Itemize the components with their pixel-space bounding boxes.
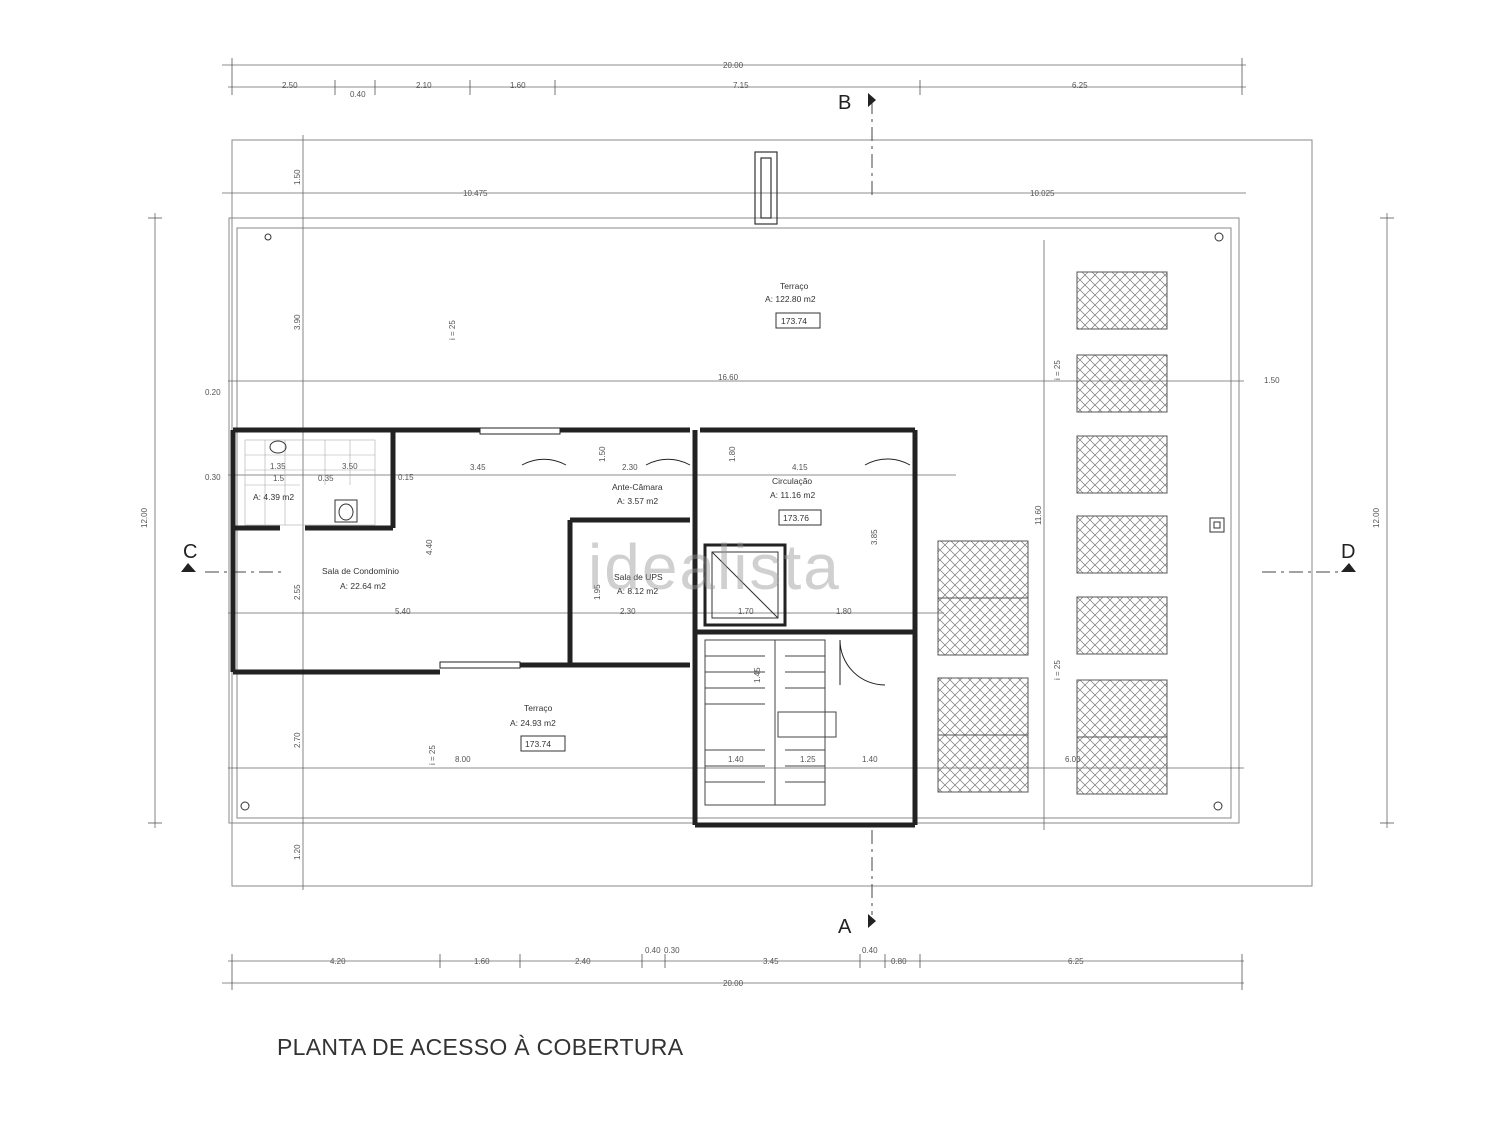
dim-bottom-8: 0.80 xyxy=(891,957,907,966)
dim-lower-row-2: 2.30 xyxy=(620,607,636,616)
dim-bottom-4: 0.40 xyxy=(645,946,661,955)
dim-inner-right: 1.50 xyxy=(1264,376,1280,385)
dim-misc-800: 8.00 xyxy=(455,755,471,764)
dim-top-row-5: 7.15 xyxy=(733,81,749,90)
room-name-ante-camara: Ante-Câmara xyxy=(612,482,663,492)
room-area-ante-camara: A: 3.57 m2 xyxy=(617,496,658,506)
dim-misc-180: 1.80 xyxy=(728,446,737,462)
room-area-sala-condominio: A: 22.64 m2 xyxy=(340,581,386,591)
elevation-terraco-top: 173.74 xyxy=(781,316,807,326)
dim-misc-195: 1.95 xyxy=(593,584,602,600)
dim-misc-145: 1.45 xyxy=(753,667,762,683)
solar-panel xyxy=(1076,271,1168,330)
slope-indicator-bottom: i = 25 xyxy=(428,745,437,765)
dim-bottom-3: 2.40 xyxy=(575,957,591,966)
dim-room-row-5: 3.45 xyxy=(470,463,486,472)
dim-bottom-total: 20.00 xyxy=(723,979,744,988)
solar-panel xyxy=(1076,596,1168,655)
solar-panel xyxy=(937,677,1029,736)
dim-top-row-3: 2.10 xyxy=(416,81,432,90)
drawing-title: PLANTA DE ACESSO À COBERTURA xyxy=(277,1034,684,1060)
room-name-circulacao: Circulação xyxy=(772,476,812,486)
room-area-terraco-top: A: 122.80 m2 xyxy=(765,294,816,304)
room-area-bathroom: A: 4.39 m2 xyxy=(253,492,294,502)
slope-indicator-top: i = 25 xyxy=(448,320,457,340)
dim-misc-125: 1.25 xyxy=(800,755,816,764)
dim-room-row-4: 3.50 xyxy=(342,462,358,471)
dim-bottom-2: 1.60 xyxy=(474,957,490,966)
dim-left-col-2: 3.90 xyxy=(293,314,302,330)
dim-misc-1160: 11.60 xyxy=(1034,505,1043,525)
dim-bottom-6: 3.45 xyxy=(763,957,779,966)
solar-panel xyxy=(937,540,1029,599)
solar-panel xyxy=(1076,736,1168,795)
dim-top-total: 20.00 xyxy=(723,61,744,70)
dim-left-col-1: 1.50 xyxy=(293,169,302,185)
solar-panel xyxy=(937,734,1029,793)
dim-misc-140-b: 1.40 xyxy=(862,755,878,764)
dim-top-row-1: 2.50 xyxy=(282,81,298,90)
section-label-a: A xyxy=(838,916,852,938)
dim-inner-width: 16.60 xyxy=(718,373,739,382)
slope-indicator-right-lower: i = 25 xyxy=(1053,660,1062,680)
elevation-circulacao: 173.76 xyxy=(783,513,809,523)
dim-mid-right: 10.025 xyxy=(1030,189,1055,198)
dim-top-row-4: 1.60 xyxy=(510,81,526,90)
dim-left-col-4: 2.70 xyxy=(293,732,302,748)
elevation-terraco-bottom: 173.74 xyxy=(525,739,551,749)
dim-bottom-1: 4.20 xyxy=(330,957,346,966)
slope-indicator-right: i = 25 xyxy=(1053,360,1062,380)
dim-misc-440: 4.40 xyxy=(425,539,434,555)
dim-bottom-9: 6.25 xyxy=(1068,957,1084,966)
room-area-circulacao: A: 11.16 m2 xyxy=(770,490,815,500)
room-name-sala-ups: Sala de UPS xyxy=(614,572,663,582)
dim-room-row-7: 4.15 xyxy=(792,463,808,472)
dim-room-row-6: 2.30 xyxy=(622,463,638,472)
solar-panel xyxy=(1076,515,1168,574)
inner-parapet-outline xyxy=(236,227,1232,819)
dim-room-row-2: 1.5 xyxy=(273,474,285,483)
dim-top-row-6: 6.25 xyxy=(1072,81,1088,90)
dim-bottom-7: 0.40 xyxy=(862,946,878,955)
solar-panel xyxy=(1076,354,1168,413)
dim-mid-left: 10.475 xyxy=(463,189,488,198)
solar-panel xyxy=(937,597,1029,656)
dim-misc-150: 1.50 xyxy=(598,446,607,462)
dim-left-height: 12.00 xyxy=(140,507,149,528)
solar-panel xyxy=(1076,435,1168,494)
dim-misc-385: 3.85 xyxy=(870,529,879,545)
dim-bottom-5: 0.30 xyxy=(664,946,680,955)
dim-right-height: 12.00 xyxy=(1372,507,1381,528)
dim-misc-015: 0.15 xyxy=(398,473,414,482)
dim-top-row-2: 0.40 xyxy=(350,90,366,99)
solar-panel xyxy=(1076,679,1168,738)
room-name-terraco-top: Terraço xyxy=(780,281,809,291)
dim-left-col-5: 1.20 xyxy=(293,844,302,860)
dim-misc-600: 6.00 xyxy=(1065,755,1081,764)
section-label-c: C xyxy=(183,541,197,563)
dim-room-row-3: 0.35 xyxy=(318,474,334,483)
room-name-sala-condominio: Sala de Condomínio xyxy=(322,566,399,576)
dim-left-col-3: 2.55 xyxy=(293,584,302,600)
section-label-b: B xyxy=(838,92,851,114)
dim-lower-row-3: 1.70 xyxy=(738,607,754,616)
section-label-d: D xyxy=(1341,541,1355,563)
dim-misc-020: 0.20 xyxy=(205,388,221,397)
dim-misc-140-a: 1.40 xyxy=(728,755,744,764)
room-area-sala-ups: A: 8.12 m2 xyxy=(617,586,658,596)
dim-misc-030: 0.30 xyxy=(205,473,221,482)
dim-lower-row-4: 1.80 xyxy=(836,607,852,616)
dim-room-row-1: 1.35 xyxy=(270,462,286,471)
room-name-terraco-bottom: Terraço xyxy=(524,703,553,713)
dim-lower-row-1: 5.40 xyxy=(395,607,411,616)
room-area-terraco-bottom: A: 24.93 m2 xyxy=(510,718,556,728)
